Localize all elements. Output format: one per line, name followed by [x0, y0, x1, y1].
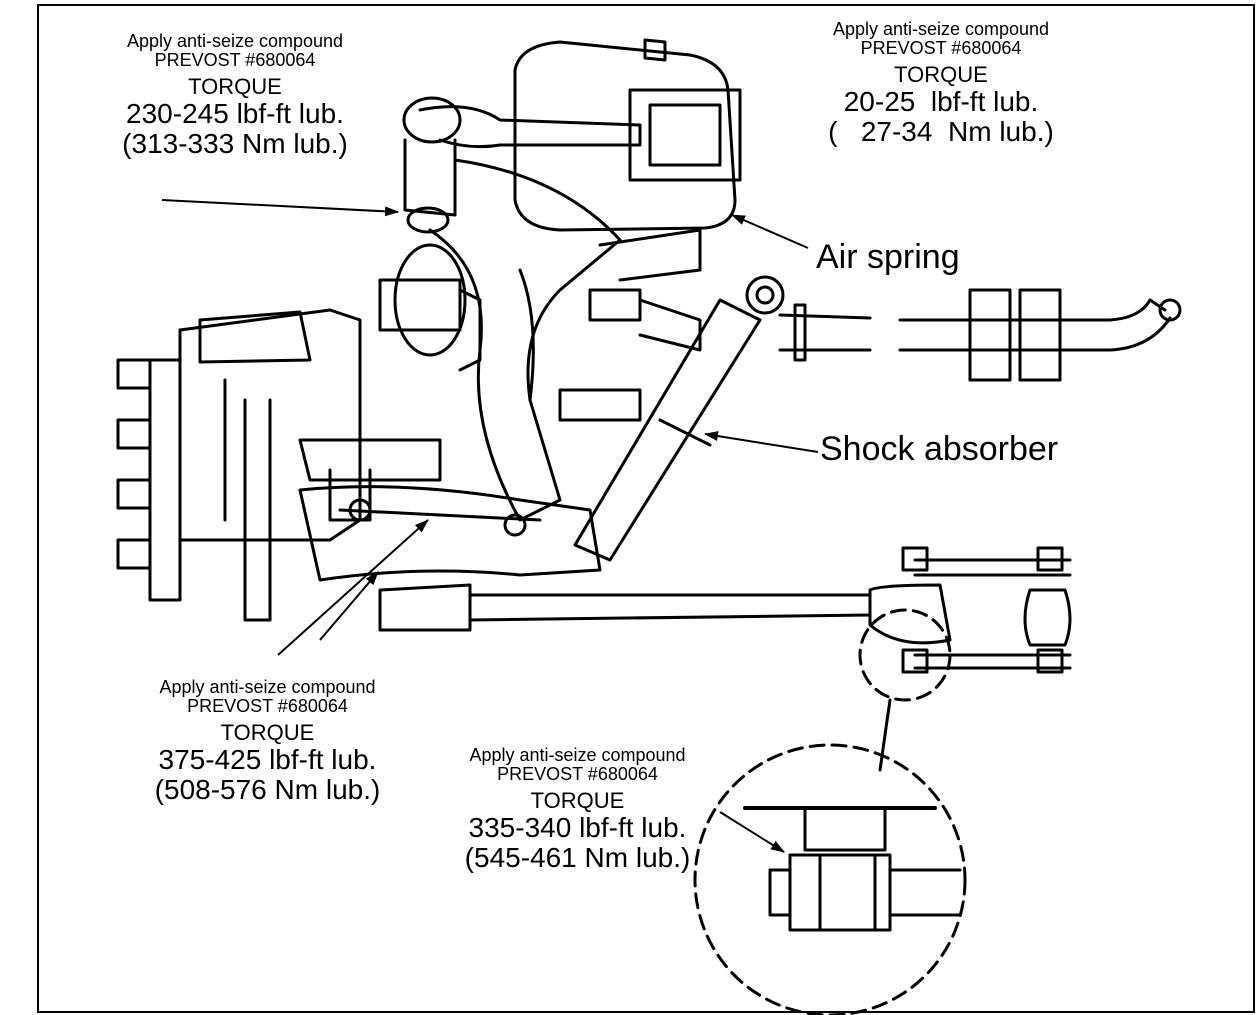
callout-metric: (545-461 Nm lub.) [464, 841, 691, 873]
wheel-hub [116, 308, 362, 622]
callout-line1: Apply anti-seize compound [126, 31, 344, 51]
callout-line2: PREVOST #680064 [860, 38, 1022, 59]
callout-torque: TORQUE [530, 787, 625, 813]
label-air-spring: Air spring [816, 238, 960, 276]
upper-arm [402, 96, 642, 234]
callout-imperial: 230-245 lbf-ft lub. [126, 97, 344, 129]
shock-absorber [573, 275, 785, 562]
sway-bar-mount [558, 288, 702, 422]
callout-line1: Apply anti-seize compound [469, 745, 686, 765]
callout-metric: (313-333 Nm lub.) [122, 127, 348, 159]
arrow-lower-mid [719, 811, 785, 853]
callout-line2: PREVOST #680064 [154, 50, 316, 71]
callout-torque: TORQUE [220, 719, 315, 745]
callout-line1: Apply anti-seize compound [159, 677, 376, 697]
callout-upper-right: Apply anti-seize compound PREVOST #68006… [806, 19, 1076, 147]
callout-imperial: 375-425 lbf-ft lub. [158, 743, 377, 775]
callout-imperial: 20-25 lbf-ft lub. [843, 85, 1039, 117]
callout-metric: (508-576 Nm lub.) [154, 773, 381, 805]
tie-rod [378, 583, 952, 645]
callout-lower-left: Apply anti-seize compound PREVOST #68006… [130, 677, 405, 805]
lower-arm [298, 485, 602, 582]
callout-lower-mid: Apply anti-seize compound PREVOST #68006… [440, 745, 715, 873]
sway-bar [778, 288, 1182, 382]
label-shock-absorber: Shock absorber [820, 430, 1059, 468]
arrow-air-spring [731, 214, 809, 249]
callout-torque: TORQUE [894, 61, 988, 87]
zoom-detail-circle [693, 743, 967, 1015]
arrow-upper-left [161, 199, 399, 217]
brake-chamber [378, 243, 482, 372]
callout-line1: Apply anti-seize compound [832, 19, 1050, 39]
zoom-detail [743, 806, 962, 932]
steering-arm [298, 438, 442, 522]
air-spring [513, 38, 742, 232]
callout-imperial: 335-340 lbf-ft lub. [468, 811, 687, 843]
zoom-source-circle [858, 608, 952, 702]
arrow-lower-left-b [319, 571, 379, 641]
callout-metric: ( 27-34 Nm lub.) [828, 115, 1054, 147]
arrow-lower-left-a [277, 519, 429, 656]
diagram-frame [37, 4, 1255, 1013]
sway-bar-link [901, 546, 1072, 674]
callout-line2: PREVOST #680064 [187, 696, 348, 717]
callout-line2: PREVOST #680064 [497, 764, 658, 785]
zoom-connector-line [878, 698, 892, 772]
callout-torque: TORQUE [188, 73, 282, 99]
callout-upper-left: Apply anti-seize compound PREVOST #68006… [100, 31, 370, 159]
arrow-shock-absorber [704, 431, 819, 453]
